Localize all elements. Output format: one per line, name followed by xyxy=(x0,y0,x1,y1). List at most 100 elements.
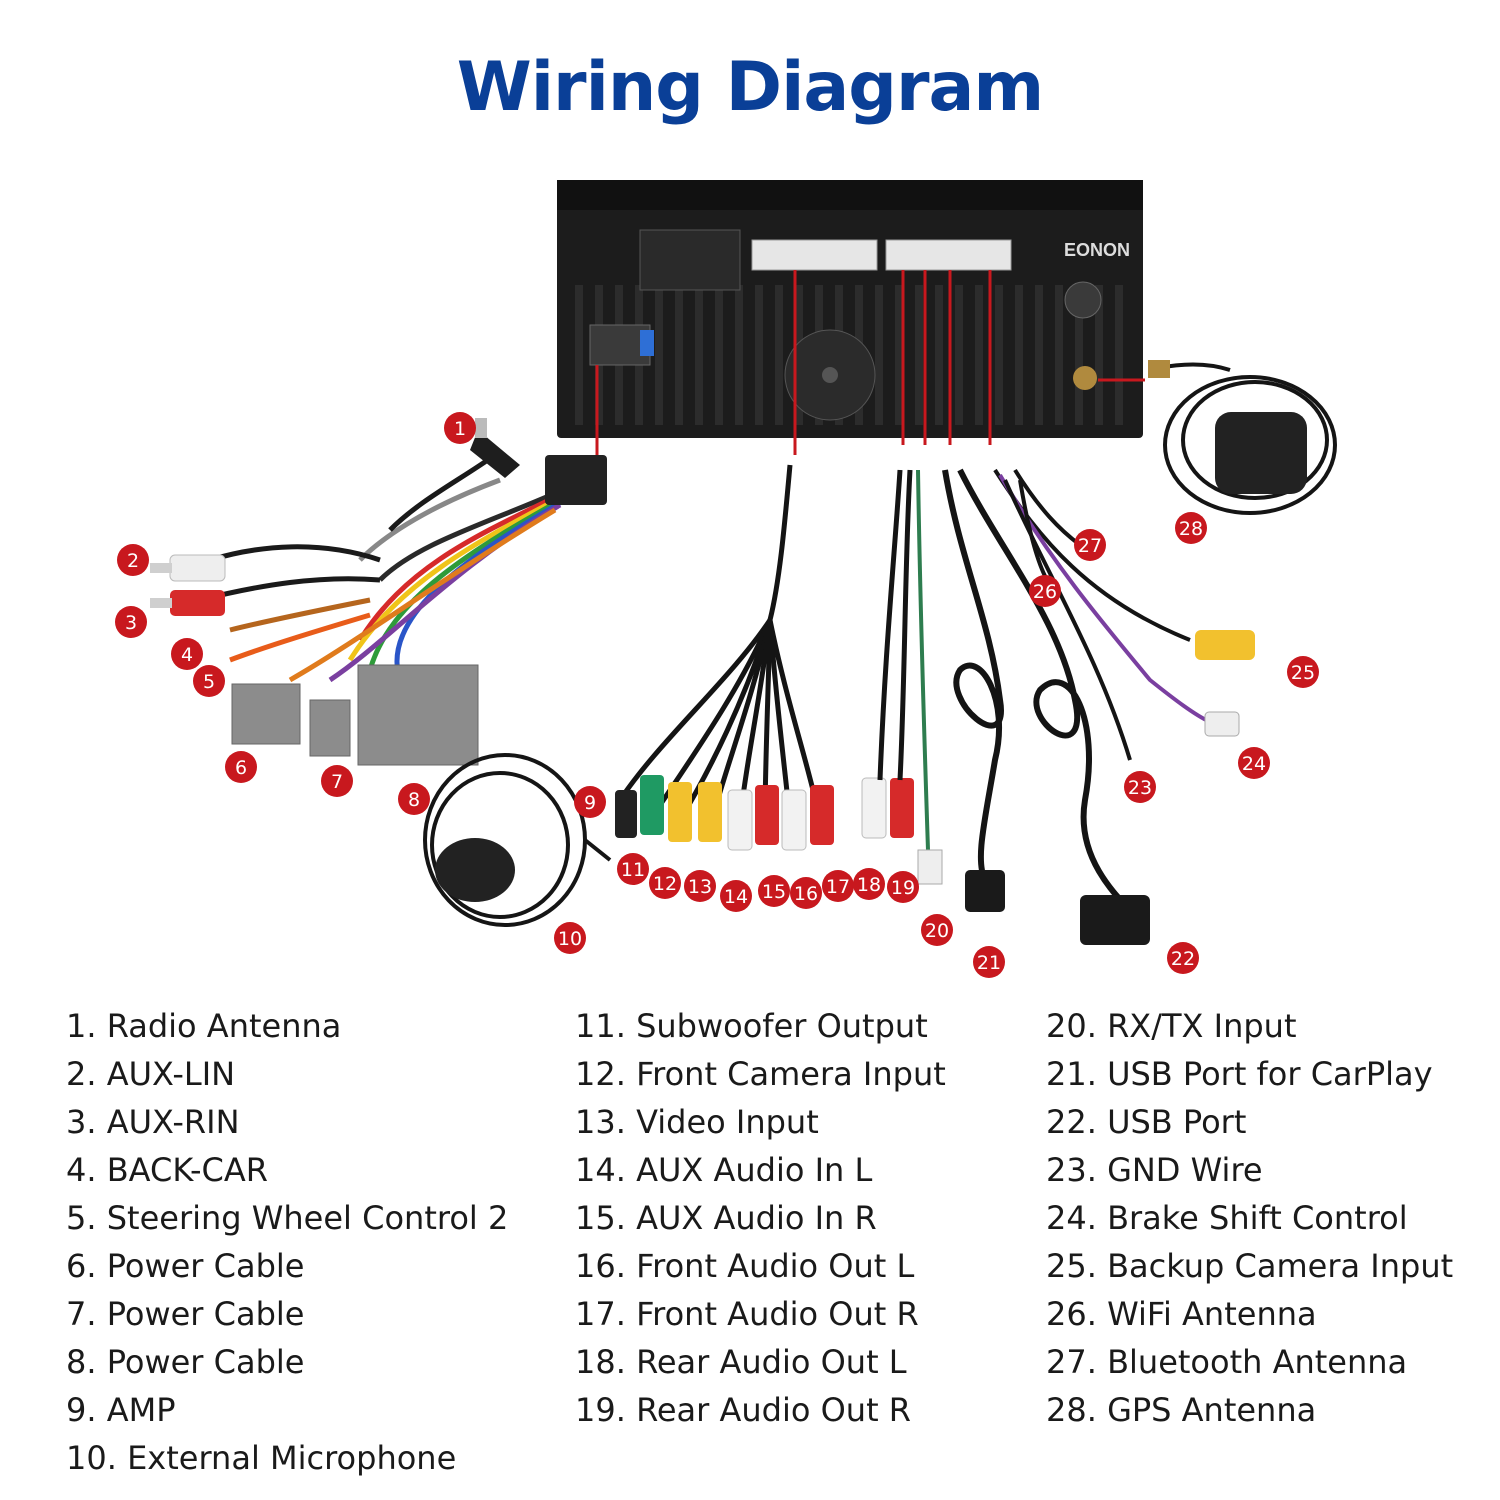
badge-number: 6 xyxy=(235,757,247,779)
power-connector-7 xyxy=(309,699,351,757)
rx-tx-wire xyxy=(916,469,930,851)
legend-item: 13. Video Input xyxy=(575,1103,819,1141)
legend-item: 24. Brake Shift Control xyxy=(1046,1199,1408,1237)
legend-item: 2. AUX-LIN xyxy=(66,1055,236,1093)
badge-circle xyxy=(574,786,606,818)
badge-number: 16 xyxy=(794,883,818,905)
heatsink-fin xyxy=(1075,285,1083,425)
power-connector-8 xyxy=(357,664,479,766)
legend-item: 21. USB Port for CarPlay xyxy=(1046,1055,1433,1093)
badge-number: 28 xyxy=(1179,518,1203,540)
badge-circle xyxy=(1238,747,1270,779)
legend-item: 14. AUX Audio In L xyxy=(575,1151,873,1189)
badge-number: 20 xyxy=(925,920,949,942)
leader-lines xyxy=(595,270,1145,460)
legend-item: 15. AUX Audio In R xyxy=(575,1199,877,1237)
badge-number: 10 xyxy=(558,928,582,950)
external-microphone xyxy=(423,753,612,927)
badge-circle xyxy=(822,870,854,902)
badge-number: 12 xyxy=(653,873,677,895)
badge-circle xyxy=(321,765,353,797)
heatsink-fin xyxy=(975,285,983,425)
callout-badge: 8 xyxy=(398,783,430,815)
badge-number: 17 xyxy=(826,876,850,898)
callout-badge: 9 xyxy=(574,786,606,818)
badge-circle xyxy=(758,875,790,907)
callout-badge: 5 xyxy=(193,665,225,697)
legend-item: 26. WiFi Antenna xyxy=(1046,1295,1317,1333)
badge-number: 3 xyxy=(125,612,137,634)
badge-circle xyxy=(853,868,885,900)
heatsink-fin xyxy=(955,285,963,425)
power-connector-6 xyxy=(231,683,301,745)
legend-item: 8. Power Cable xyxy=(66,1343,305,1381)
badge-circle xyxy=(887,871,919,903)
badge-circle xyxy=(1029,575,1061,607)
badge-circle xyxy=(1175,512,1207,544)
legend-item: 7. Power Cable xyxy=(66,1295,305,1333)
callout-badge: 28 xyxy=(1175,512,1207,544)
callout-badge: 1 xyxy=(444,412,476,444)
badge-circle xyxy=(444,412,476,444)
heatsink-fin xyxy=(935,285,943,425)
heatsink-fin xyxy=(695,285,703,425)
callout-badge: 19 xyxy=(887,871,919,903)
legend-column-2: 11. Subwoofer Output 12. Front Camera In… xyxy=(575,1002,946,1434)
radio-antenna-plug xyxy=(470,430,520,478)
legend-item: 19. Rear Audio Out R xyxy=(575,1391,912,1429)
heatsink-fin xyxy=(655,285,663,425)
legend-item: 10. External Microphone xyxy=(66,1439,457,1477)
callout-badge: 15 xyxy=(758,875,790,907)
brake-shift-plug xyxy=(1204,711,1240,737)
callout-badge: 23 xyxy=(1124,771,1156,803)
camera-brake-wires xyxy=(993,468,1211,761)
legend-item: 5. Steering Wheel Control 2 xyxy=(66,1199,509,1237)
callout-badge: 12 xyxy=(649,867,681,899)
badge-number: 24 xyxy=(1242,753,1266,775)
heatsink-fin xyxy=(915,285,923,425)
badge-circle xyxy=(649,867,681,899)
badge-circle xyxy=(973,946,1005,978)
legend-item: 6. Power Cable xyxy=(66,1247,305,1285)
badge-circle xyxy=(554,922,586,954)
heatsink-fin xyxy=(1055,285,1063,425)
head-unit: EONON xyxy=(557,180,1143,438)
legend-item: 18. Rear Audio Out L xyxy=(575,1343,907,1381)
badge-number: 22 xyxy=(1171,948,1195,970)
badge-circle xyxy=(790,877,822,909)
callout-badge: 25 xyxy=(1287,656,1319,688)
legend-item: 9. AMP xyxy=(66,1391,176,1429)
rca-plugs xyxy=(615,775,914,851)
callout-badge: 2 xyxy=(117,544,149,576)
brand-logo: EONON xyxy=(1064,240,1130,260)
badge-circle xyxy=(115,606,147,638)
badge-circle xyxy=(193,665,225,697)
legend-item: 1. Radio Antenna xyxy=(66,1007,342,1045)
callout-badge: 4 xyxy=(171,638,203,670)
badge-number: 18 xyxy=(857,874,881,896)
badge-number: 11 xyxy=(621,859,645,881)
badge-circle xyxy=(921,914,953,946)
callout-badge: 26 xyxy=(1029,575,1061,607)
aux-rca-plugs xyxy=(150,554,226,616)
legend-column-1: 1. Radio Antenna 2. AUX-LIN 3. AUX-RIN 4… xyxy=(66,1002,508,1482)
heatsink-fin xyxy=(1115,285,1123,425)
callout-badge: 3 xyxy=(115,606,147,638)
legend-column-3: 20. RX/TX Input 21. USB Port for CarPlay… xyxy=(1046,1002,1453,1434)
heatsink-fin xyxy=(775,285,783,425)
legend-item: 11. Subwoofer Output xyxy=(575,1007,928,1045)
badge-circle xyxy=(225,751,257,783)
heatsink-fin xyxy=(895,285,903,425)
rca-bundle xyxy=(617,464,823,822)
heatsink-fin xyxy=(1035,285,1043,425)
callout-badge: 13 xyxy=(684,870,716,902)
heatsink-fin xyxy=(755,285,763,425)
callout-badge: 20 xyxy=(921,914,953,946)
usb-plug xyxy=(1080,895,1150,945)
badge-circle xyxy=(617,853,649,885)
callout-badge: 6 xyxy=(225,751,257,783)
heatsink-fin xyxy=(1015,285,1023,425)
backup-camera-plug xyxy=(1195,630,1255,660)
callout-badge: 7 xyxy=(321,765,353,797)
